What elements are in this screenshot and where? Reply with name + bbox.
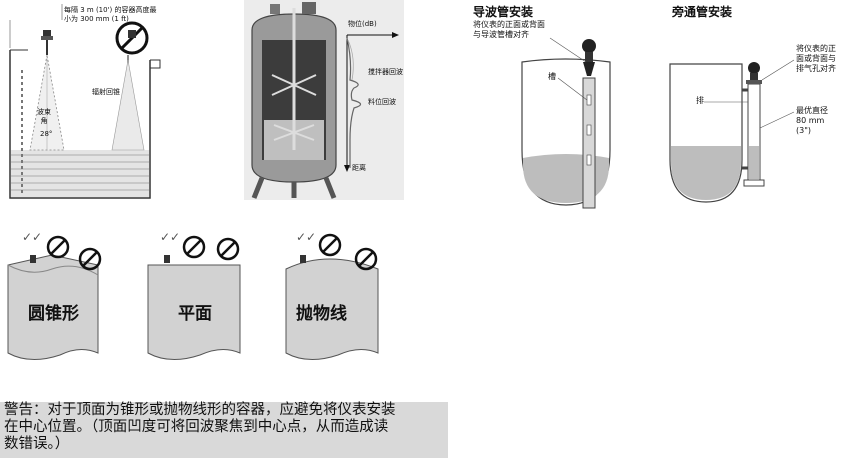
- spacing-note: 每隔 3 m (10') 的容器高度最 小为 300 mm (1 ft): [64, 6, 157, 23]
- prohibited-icon: [318, 233, 342, 257]
- warning-line: 在中心位置。（顶面凹度可将回波聚焦到中心点，从而造成读: [4, 419, 389, 435]
- figure-stillpipe: 导波管安装 将仪表的正面或背面 与导波管槽对齐 槽: [470, 0, 630, 210]
- tank-wall: [9, 50, 151, 199]
- echo-ylabel: 物位(dB): [348, 20, 377, 28]
- prohibited-icon: [216, 237, 240, 261]
- warning-box: 警告：对于顶面为锥形或抛物线形的容器，应避免将仪表安装 在中心位置。（顶面凹度可…: [0, 402, 448, 458]
- roof-conical-diagram: ✓✓: [7, 230, 102, 360]
- bypass-note: 将仪表的正 面或背面与 排气孔对齐: [796, 44, 836, 73]
- vent-label: 排: [696, 96, 704, 105]
- roof-label-parabolic: 抛物线: [296, 304, 347, 324]
- level-echo-label: 料位回波: [368, 98, 396, 106]
- stillpipe-diagram: [521, 37, 611, 209]
- transmitter-icon: [582, 39, 596, 76]
- echo-xlabel: 距离: [352, 164, 366, 172]
- beam-label: 波束 角: [37, 108, 51, 125]
- prohibited-icon: [78, 247, 102, 271]
- figure-agitator-echo: 物位(dB) 搅拌器回波 料位回波 距离: [244, 0, 404, 200]
- transmitter-icon: [300, 255, 306, 263]
- roof-flat: ✓✓ 平面: [140, 225, 260, 365]
- slot-label: 槽: [548, 72, 556, 81]
- prohibited-icon: [46, 235, 70, 259]
- svg-text:✓✓: ✓✓: [22, 230, 42, 244]
- transmitter-icon: [164, 255, 170, 263]
- diameter-label: 最优直径 80 mm (3"): [796, 106, 828, 135]
- beam-cone-diagram: [9, 4, 161, 199]
- transmitter-icon: [30, 255, 36, 263]
- stillpipe-title: 导波管安装: [473, 5, 534, 19]
- prohibited-icon: [115, 21, 149, 55]
- agitator-echo-diagram: [251, 2, 399, 199]
- prohibited-icon: [182, 235, 206, 259]
- bypass-diagram: [669, 59, 795, 203]
- beam-angle: 28°: [40, 130, 53, 138]
- svg-text:✓✓: ✓✓: [296, 230, 316, 244]
- transmitter-icon: [41, 30, 53, 55]
- warning-line: 警告：对于顶面为锥形或抛物线形的容器，应避免将仪表安装: [4, 402, 396, 418]
- agitator-echo-label: 搅拌器回波: [368, 68, 403, 76]
- roof-parabolic-diagram: ✓✓: [285, 230, 379, 360]
- echo-profile: [344, 32, 399, 172]
- roof-conical: ✓✓ 圆锥形: [0, 225, 120, 365]
- cone-label: 辐射回锥: [92, 88, 120, 96]
- roof-parabolic: ✓✓ 抛物线: [278, 225, 398, 365]
- liquid-layers: [11, 150, 149, 197]
- vessel-cutaway: [251, 2, 337, 199]
- prohibited-icon: [354, 247, 378, 271]
- transmitter-icon: [746, 62, 762, 84]
- svg-text:✓✓: ✓✓: [160, 230, 180, 244]
- stillpipe-note: 将仪表的正面或背面 与导波管槽对齐: [473, 20, 545, 39]
- warning-line: 数错误。）: [4, 436, 70, 452]
- bypass-title: 旁通管安装: [672, 5, 733, 19]
- figure-beam-cone: 每隔 3 m (10') 的容器高度最 小为 300 mm (1 ft) 辐射回…: [0, 0, 175, 200]
- figure-bypass: 旁通管安装 将仪表的正 面或背面与 排气孔对齐 排 最优直径 80 mm (3"…: [664, 0, 863, 210]
- roof-flat-diagram: ✓✓: [147, 230, 241, 360]
- roof-shapes-row: ✓✓ 圆锥形 ✓✓ 平面: [0, 225, 400, 365]
- roof-label-flat: 平面: [178, 304, 212, 324]
- roof-label-conical: 圆锥形: [28, 304, 79, 324]
